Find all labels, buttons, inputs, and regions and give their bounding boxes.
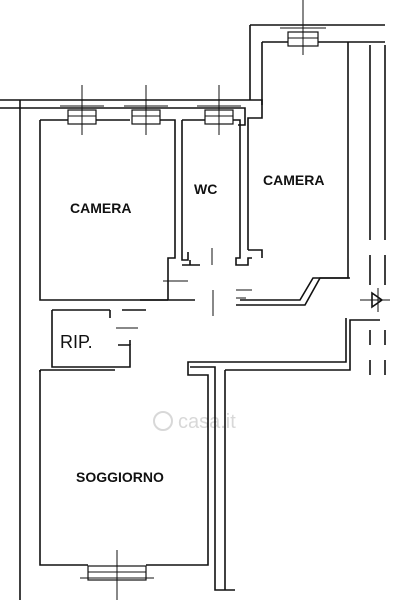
watermark: casa.it [153, 411, 236, 433]
room-camera-right [236, 42, 350, 306]
label-wc: WC [194, 181, 217, 197]
right-edge-details [360, 255, 390, 375]
room-wc [181, 119, 252, 266]
radiator-wc [197, 85, 241, 135]
label-camera-left: CAMERA [70, 200, 131, 216]
room-soggiorno [39, 318, 380, 591]
radiator-top-right [280, 0, 326, 55]
radiator-camera-2 [124, 85, 168, 135]
room-camera-left [39, 119, 195, 301]
label-ripostiglio: RIP. [60, 332, 93, 352]
corridor [116, 280, 214, 329]
label-camera-right: CAMERA [263, 172, 324, 188]
watermark-text: casa.it [178, 411, 236, 433]
room-ripostiglio [51, 309, 131, 368]
label-soggiorno: SOGGIORNO [76, 469, 164, 485]
radiator-camera-1 [60, 85, 104, 135]
outer-walls [0, 24, 386, 600]
radiator-soggiorno [80, 550, 154, 600]
